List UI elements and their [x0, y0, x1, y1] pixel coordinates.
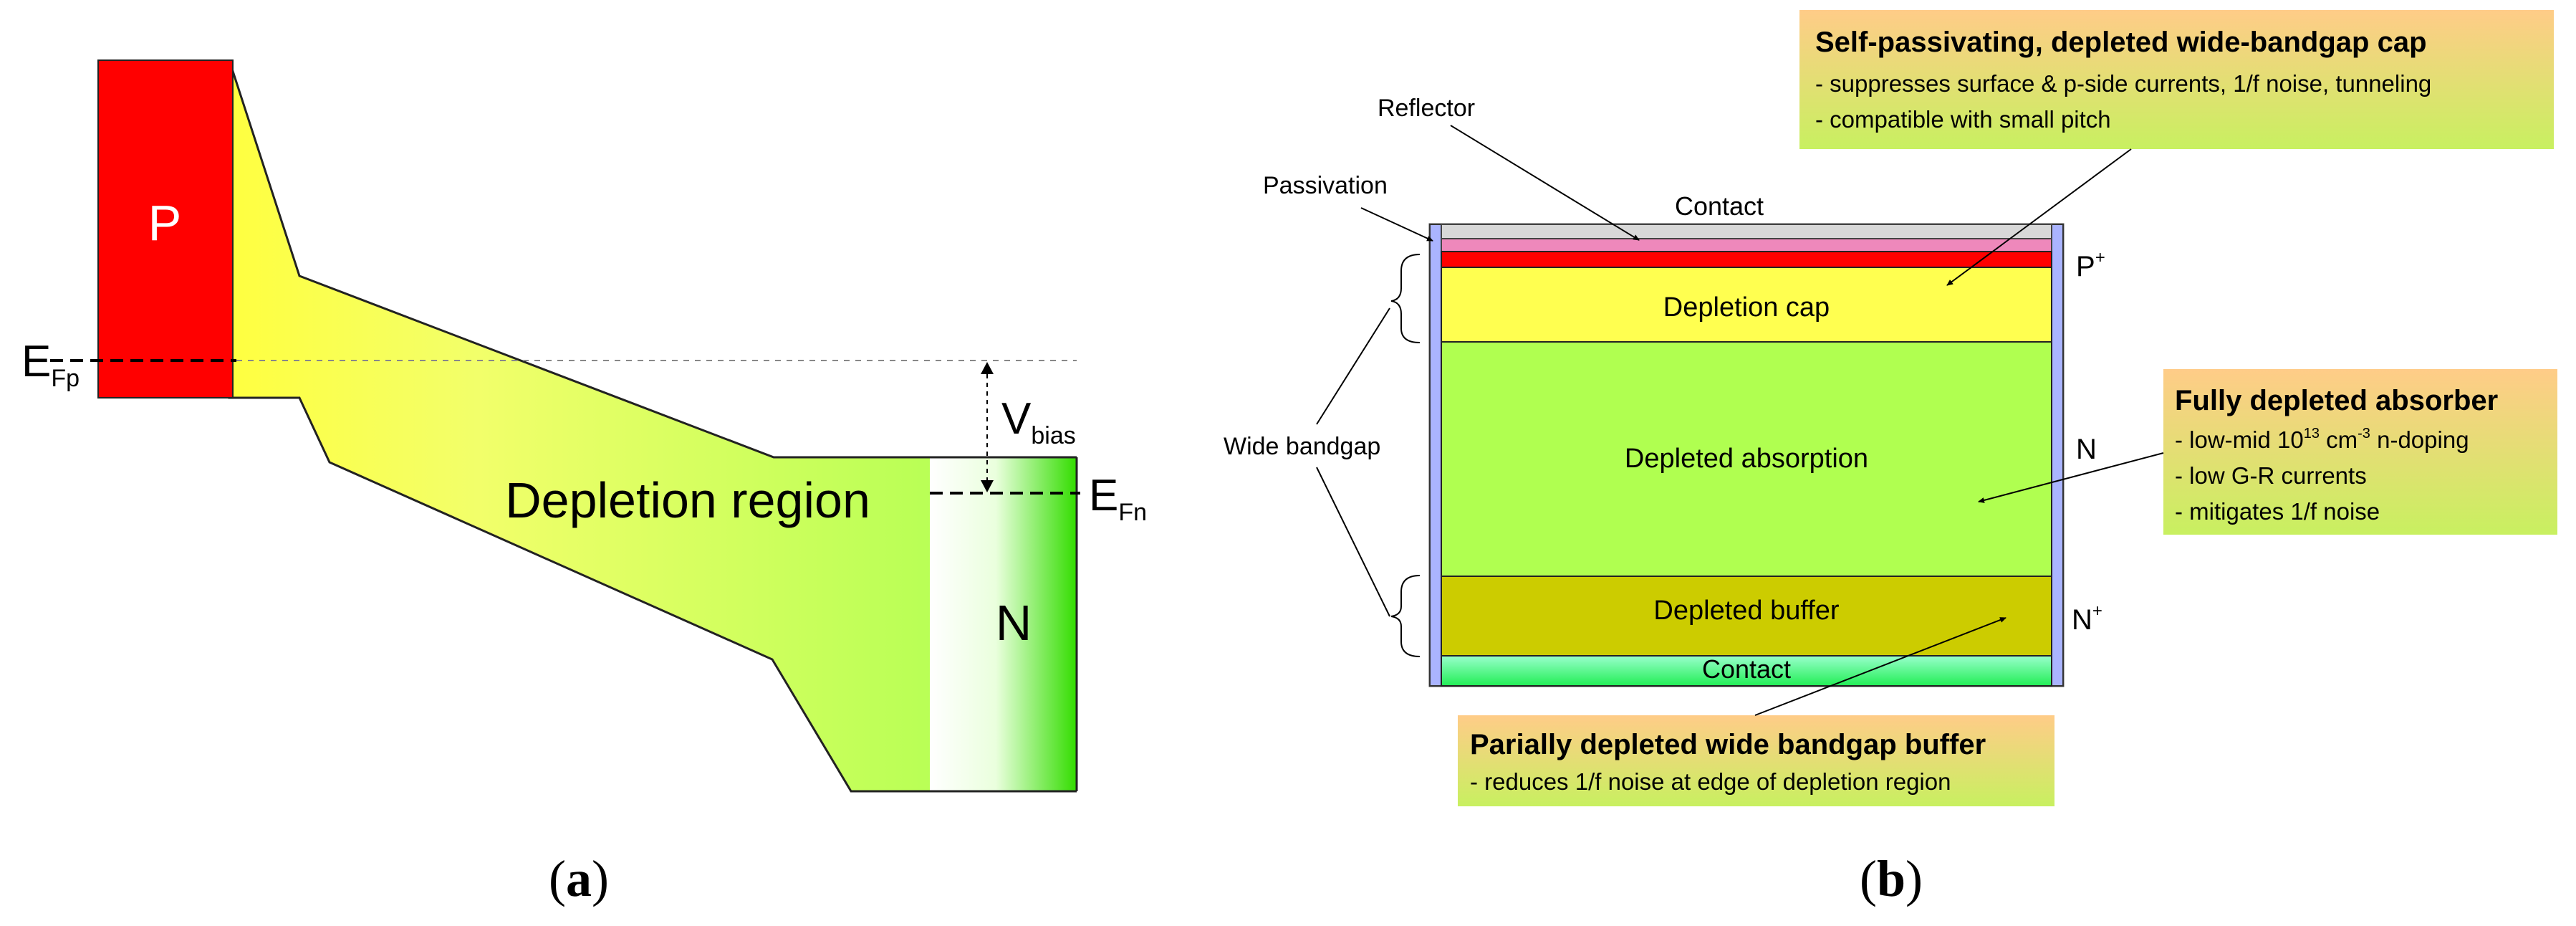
reflector-pointer [1450, 125, 1640, 241]
p-plus-layer [1441, 251, 2052, 268]
caption-b: (b) [1860, 850, 1923, 907]
contact-bottom-label: Contact [1702, 654, 1791, 684]
contact-top-label: Contact [1675, 191, 1764, 221]
depletion-cap-label: Depletion cap [1663, 292, 1830, 323]
callout-absorber-line-2: - low G-R currents [2175, 462, 2367, 489]
n-region [930, 457, 1077, 791]
callout-buffer-box [1458, 715, 2054, 806]
panel-a: P N Depletion region EFp EFn Vbias (a) [21, 59, 1147, 907]
callout-absorber-line-3: - mitigates 1/f noise [2175, 498, 2380, 525]
depleted-absorption-label: Depleted absorption [1625, 444, 1868, 474]
depleted-absorption-layer [1441, 341, 2052, 577]
n-doping-label: N [2076, 434, 2097, 465]
depleted-buffer-label: Depleted buffer [1653, 596, 1839, 626]
depletion-band [228, 59, 940, 793]
wide-bandgap-pointer-bottom [1316, 467, 1390, 617]
contact-bottom-layer [1441, 655, 2052, 687]
callout-buffer-title: Parially depleted wide bandgap buffer [1470, 729, 1986, 760]
callout-buffer-line-1: - reduces 1/f noise at edge of depletion… [1470, 768, 1951, 795]
panel-b: Contact Depletion cap Depleted absorptio… [1224, 10, 2557, 907]
callout-cap-box [1799, 10, 2554, 149]
callout-absorber-pointer [1978, 452, 2164, 503]
callout-absorber-line-1: - low-mid 1013 cm-3 n-doping [2175, 426, 2469, 453]
p-label: P [148, 195, 182, 251]
depletion-region-label: Depletion region [505, 472, 870, 528]
passivation-left [1429, 224, 1442, 687]
efn-label: EFn [1089, 471, 1147, 526]
brace-top [1390, 254, 1421, 343]
brace-bottom [1390, 575, 1421, 657]
vbias-label: Vbias [1001, 394, 1076, 449]
efp-label: EFp [21, 337, 80, 392]
wide-bandgap-label: Wide bandgap [1224, 433, 1380, 460]
reflector-label: Reflector [1378, 95, 1475, 122]
callout-absorber-box [2163, 369, 2557, 535]
wide-bandgap-pointer-top [1316, 307, 1390, 425]
passivation-right [2051, 224, 2064, 687]
reflector-layer [1441, 238, 2052, 252]
p-plus-label: P+ [2076, 248, 2105, 282]
caption-a: (a) [549, 850, 609, 907]
callout-cap-line-2: - compatible with small pitch [1815, 106, 2111, 133]
passivation-pointer [1360, 207, 1433, 242]
callout-cap-pointer [1946, 148, 2132, 286]
contact-top-layer [1441, 224, 2052, 239]
n-label: N [996, 595, 1032, 651]
callout-cap-line-1: - suppresses surface & p-side currents, … [1815, 70, 2431, 97]
callout-cap-title: Self-passivating, depleted wide-bandgap … [1815, 27, 2427, 58]
p-region [97, 59, 234, 398]
callout-absorber-title: Fully depleted absorber [2175, 385, 2498, 416]
n-plus-label: N+ [2072, 601, 2102, 636]
passivation-label: Passivation [1263, 172, 1388, 199]
callout-buffer-pointer [1754, 617, 2007, 716]
